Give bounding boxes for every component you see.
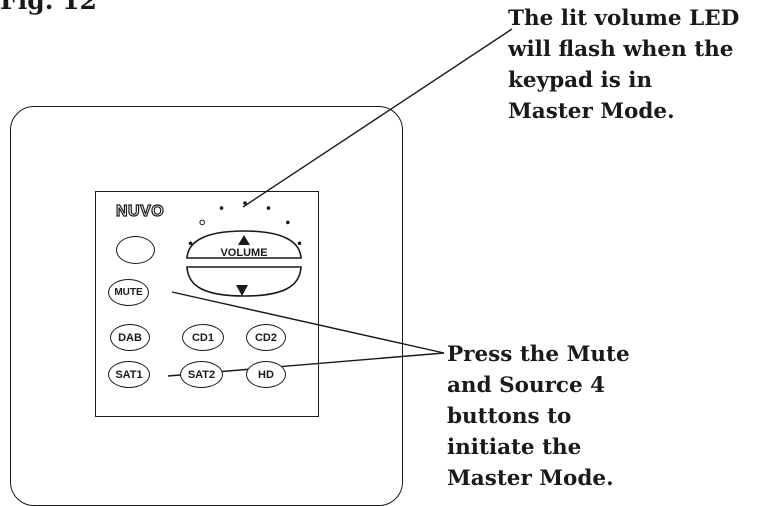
led-callout-line: keypad is in (508, 68, 653, 93)
volume-led-arc (188, 201, 302, 246)
volume-led (286, 220, 290, 225)
figure-label: Fig. 12 (0, 0, 97, 15)
master-mode-callout-line: initiate the (447, 435, 582, 460)
volume-led (297, 241, 302, 246)
source-button-sat1[interactable]: SAT1 (108, 361, 150, 388)
led-callout-line: Master Mode. (508, 99, 675, 124)
mute-leader-line (171, 291, 445, 354)
volume-up-arrow-icon (238, 235, 250, 245)
volume-led (243, 201, 247, 205)
keypad-face (95, 191, 319, 417)
mute-button[interactable]: MUTE (108, 279, 149, 306)
master-mode-callout-line: and Source 4 (447, 373, 606, 398)
led-leader-line (242, 28, 513, 208)
master-mode-callout-line: Master Mode. (447, 466, 614, 491)
source-button-cd2[interactable]: CD2 (246, 324, 286, 351)
volume-label: VOLUME (220, 247, 268, 259)
master-mode-callout-text: Press the Mute and Source 4 buttons to i… (447, 339, 630, 494)
nuvo-logo: NUVO (115, 202, 165, 220)
volume-down-arrow-icon (236, 285, 248, 296)
volume-down-button[interactable] (186, 266, 302, 297)
volume-led (266, 206, 271, 210)
master-mode-callout-line: Press the Mute (447, 342, 630, 367)
volume-led (219, 206, 224, 210)
source-button-dab[interactable]: DAB (110, 324, 150, 351)
led-callout-line: The lit volume LED (508, 6, 740, 31)
lit-volume-led (199, 219, 205, 226)
master-mode-callout-line: buttons to (447, 404, 572, 429)
source-button-sat2[interactable]: SAT2 (180, 361, 223, 388)
source-button-hd[interactable]: HD (246, 361, 286, 388)
led-callout-text: The lit volume LED will flash when the k… (508, 3, 739, 127)
source-button-cd1[interactable]: CD1 (182, 324, 224, 351)
volume-led (188, 241, 193, 246)
led-callout-line: will flash when the (508, 37, 734, 62)
power-button[interactable] (116, 236, 155, 264)
